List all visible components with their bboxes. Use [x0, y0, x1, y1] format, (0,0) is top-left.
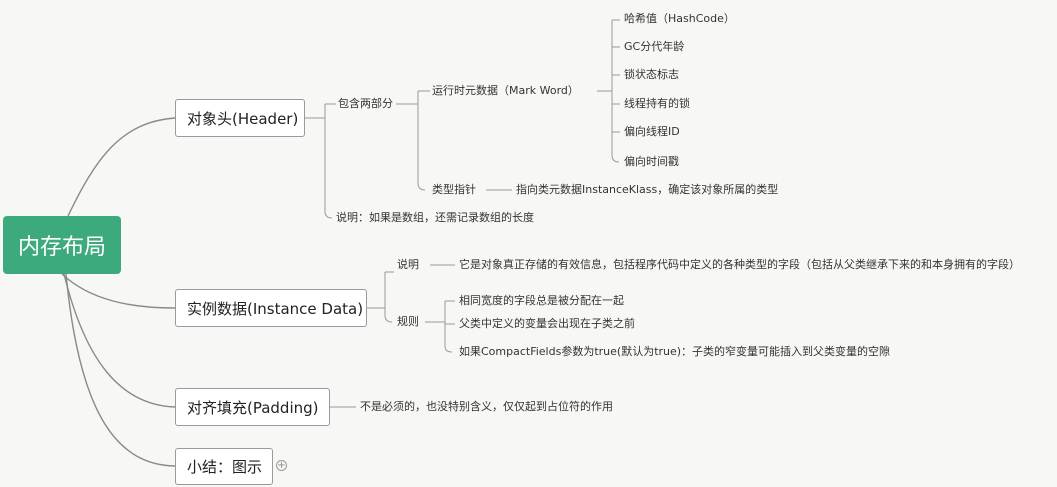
mark-word-item: GC分代年龄 — [624, 40, 685, 53]
mark-word-item: 偏向时间戳 — [624, 155, 679, 168]
instance-desc: 它是对象真正存储的有效信息，包括程序代码中定义的各种类型的字段（包括从父类继承下… — [459, 258, 1020, 271]
root-node[interactable]: 内存布局 — [3, 216, 121, 274]
mark-word-item: 偏向线程ID — [624, 125, 680, 138]
expand-plus-icon[interactable]: + — [276, 460, 287, 471]
klass-pointer-desc: 指向类元数据InstanceKlass，确定该对象所属的类型 — [516, 183, 779, 196]
header-contains-label: 包含两部分 — [338, 97, 393, 110]
instance-rule-item: 相同宽度的字段总是被分配在一起 — [459, 294, 624, 307]
instance-data-label: 实例数据(Instance Data) — [187, 299, 364, 318]
padding-desc: 不是必须的，也没特别含义，仅仅起到占位符的作用 — [360, 400, 613, 413]
mark-word-item: 线程持有的锁 — [624, 97, 690, 110]
mark-word-item: 哈希值（HashCode） — [624, 12, 735, 25]
summary-node[interactable]: 小结：图示 — [175, 448, 273, 485]
instance-data-node[interactable]: 实例数据(Instance Data) — [175, 289, 367, 327]
mark-word-label: 运行时元数据（Mark Word） — [432, 84, 579, 97]
header-node[interactable]: 对象头(Header) — [175, 99, 305, 137]
padding-label: 对齐填充(Padding) — [187, 398, 319, 417]
klass-pointer-label: 类型指针 — [432, 183, 476, 196]
header-label: 对象头(Header) — [187, 109, 299, 128]
root-label: 内存布局 — [17, 235, 106, 260]
instance-rules-label: 规则 — [397, 315, 419, 328]
instance-rule-item: 父类中定义的变量会出现在子类之前 — [459, 317, 635, 330]
summary-label: 小结：图示 — [187, 458, 263, 476]
padding-node[interactable]: 对齐填充(Padding) — [175, 388, 330, 426]
mark-word-item: 锁状态标志 — [624, 68, 679, 81]
header-array-note: 说明：如果是数组，还需记录数组的长度 — [336, 211, 534, 224]
instance-desc-label: 说明 — [397, 258, 419, 271]
instance-rule-item: 如果CompactFields参数为true(默认为true)：子类的窄变量可能… — [459, 345, 891, 358]
